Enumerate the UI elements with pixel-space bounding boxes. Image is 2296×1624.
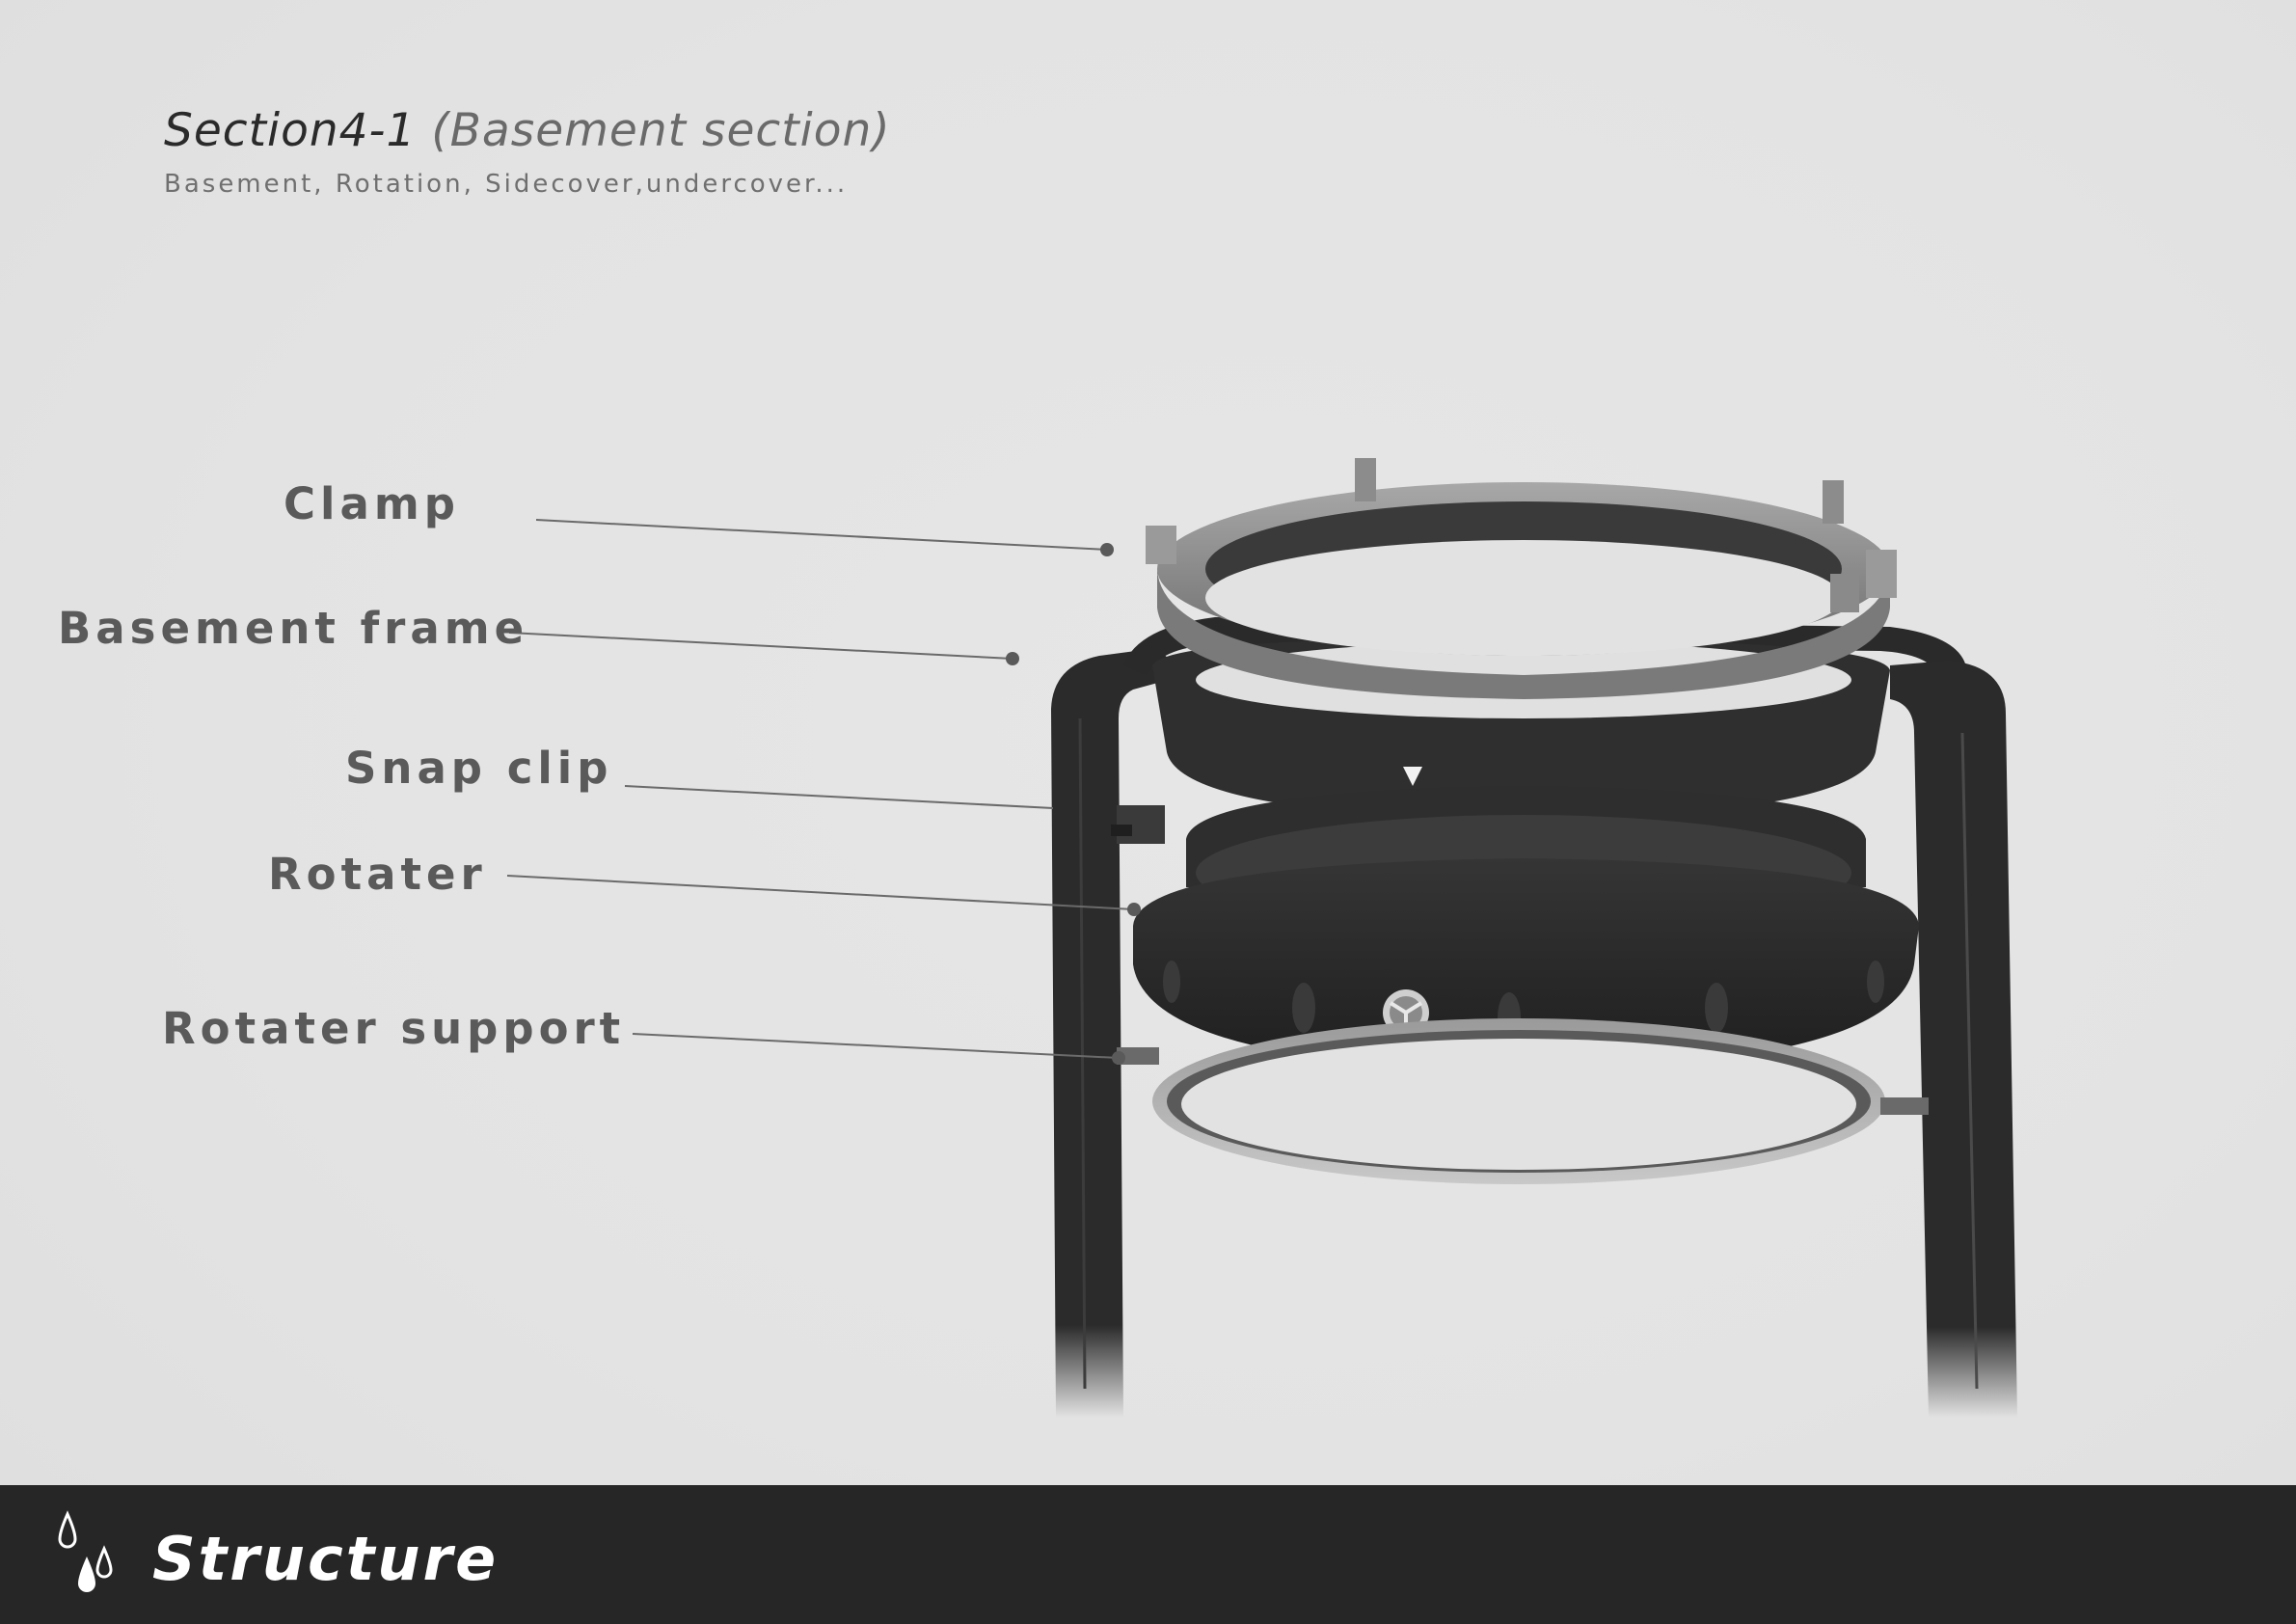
clamp-leader: [535, 519, 1108, 551]
water-drops-icon: [58, 1510, 113, 1592]
section-title: Section4-1 (Basement section): [164, 104, 891, 157]
snap-clip-leader: [624, 785, 1054, 809]
section-subtitle: Basement, Rotation, Sidecover,undercover…: [164, 170, 849, 199]
callout-clamp: Clamp: [284, 478, 460, 529]
section-title-paren: (Basement section): [431, 104, 891, 157]
callout-rotater: Rotater: [268, 849, 487, 900]
rotater-support: [1117, 1018, 1929, 1184]
footer-bar: [0, 1485, 2296, 1624]
rotater: [1133, 786, 1919, 1070]
clamp-ring: [1146, 458, 1897, 699]
callout-snap-clip: Snap clip: [345, 743, 613, 794]
callout-basement-frame: Basement frame: [58, 603, 529, 654]
rotater-leader: [506, 875, 1135, 910]
callout-leaders: [506, 519, 1141, 1065]
section-title-main: Section4-1: [164, 104, 417, 157]
footer-title: Structure: [152, 1524, 500, 1594]
callout-rotater-support: Rotater support: [162, 1003, 626, 1054]
rotater-support-leader: [632, 1033, 1120, 1059]
arrow-marker-icon: [1403, 767, 1422, 786]
basement-frame-leader: [508, 632, 1013, 660]
